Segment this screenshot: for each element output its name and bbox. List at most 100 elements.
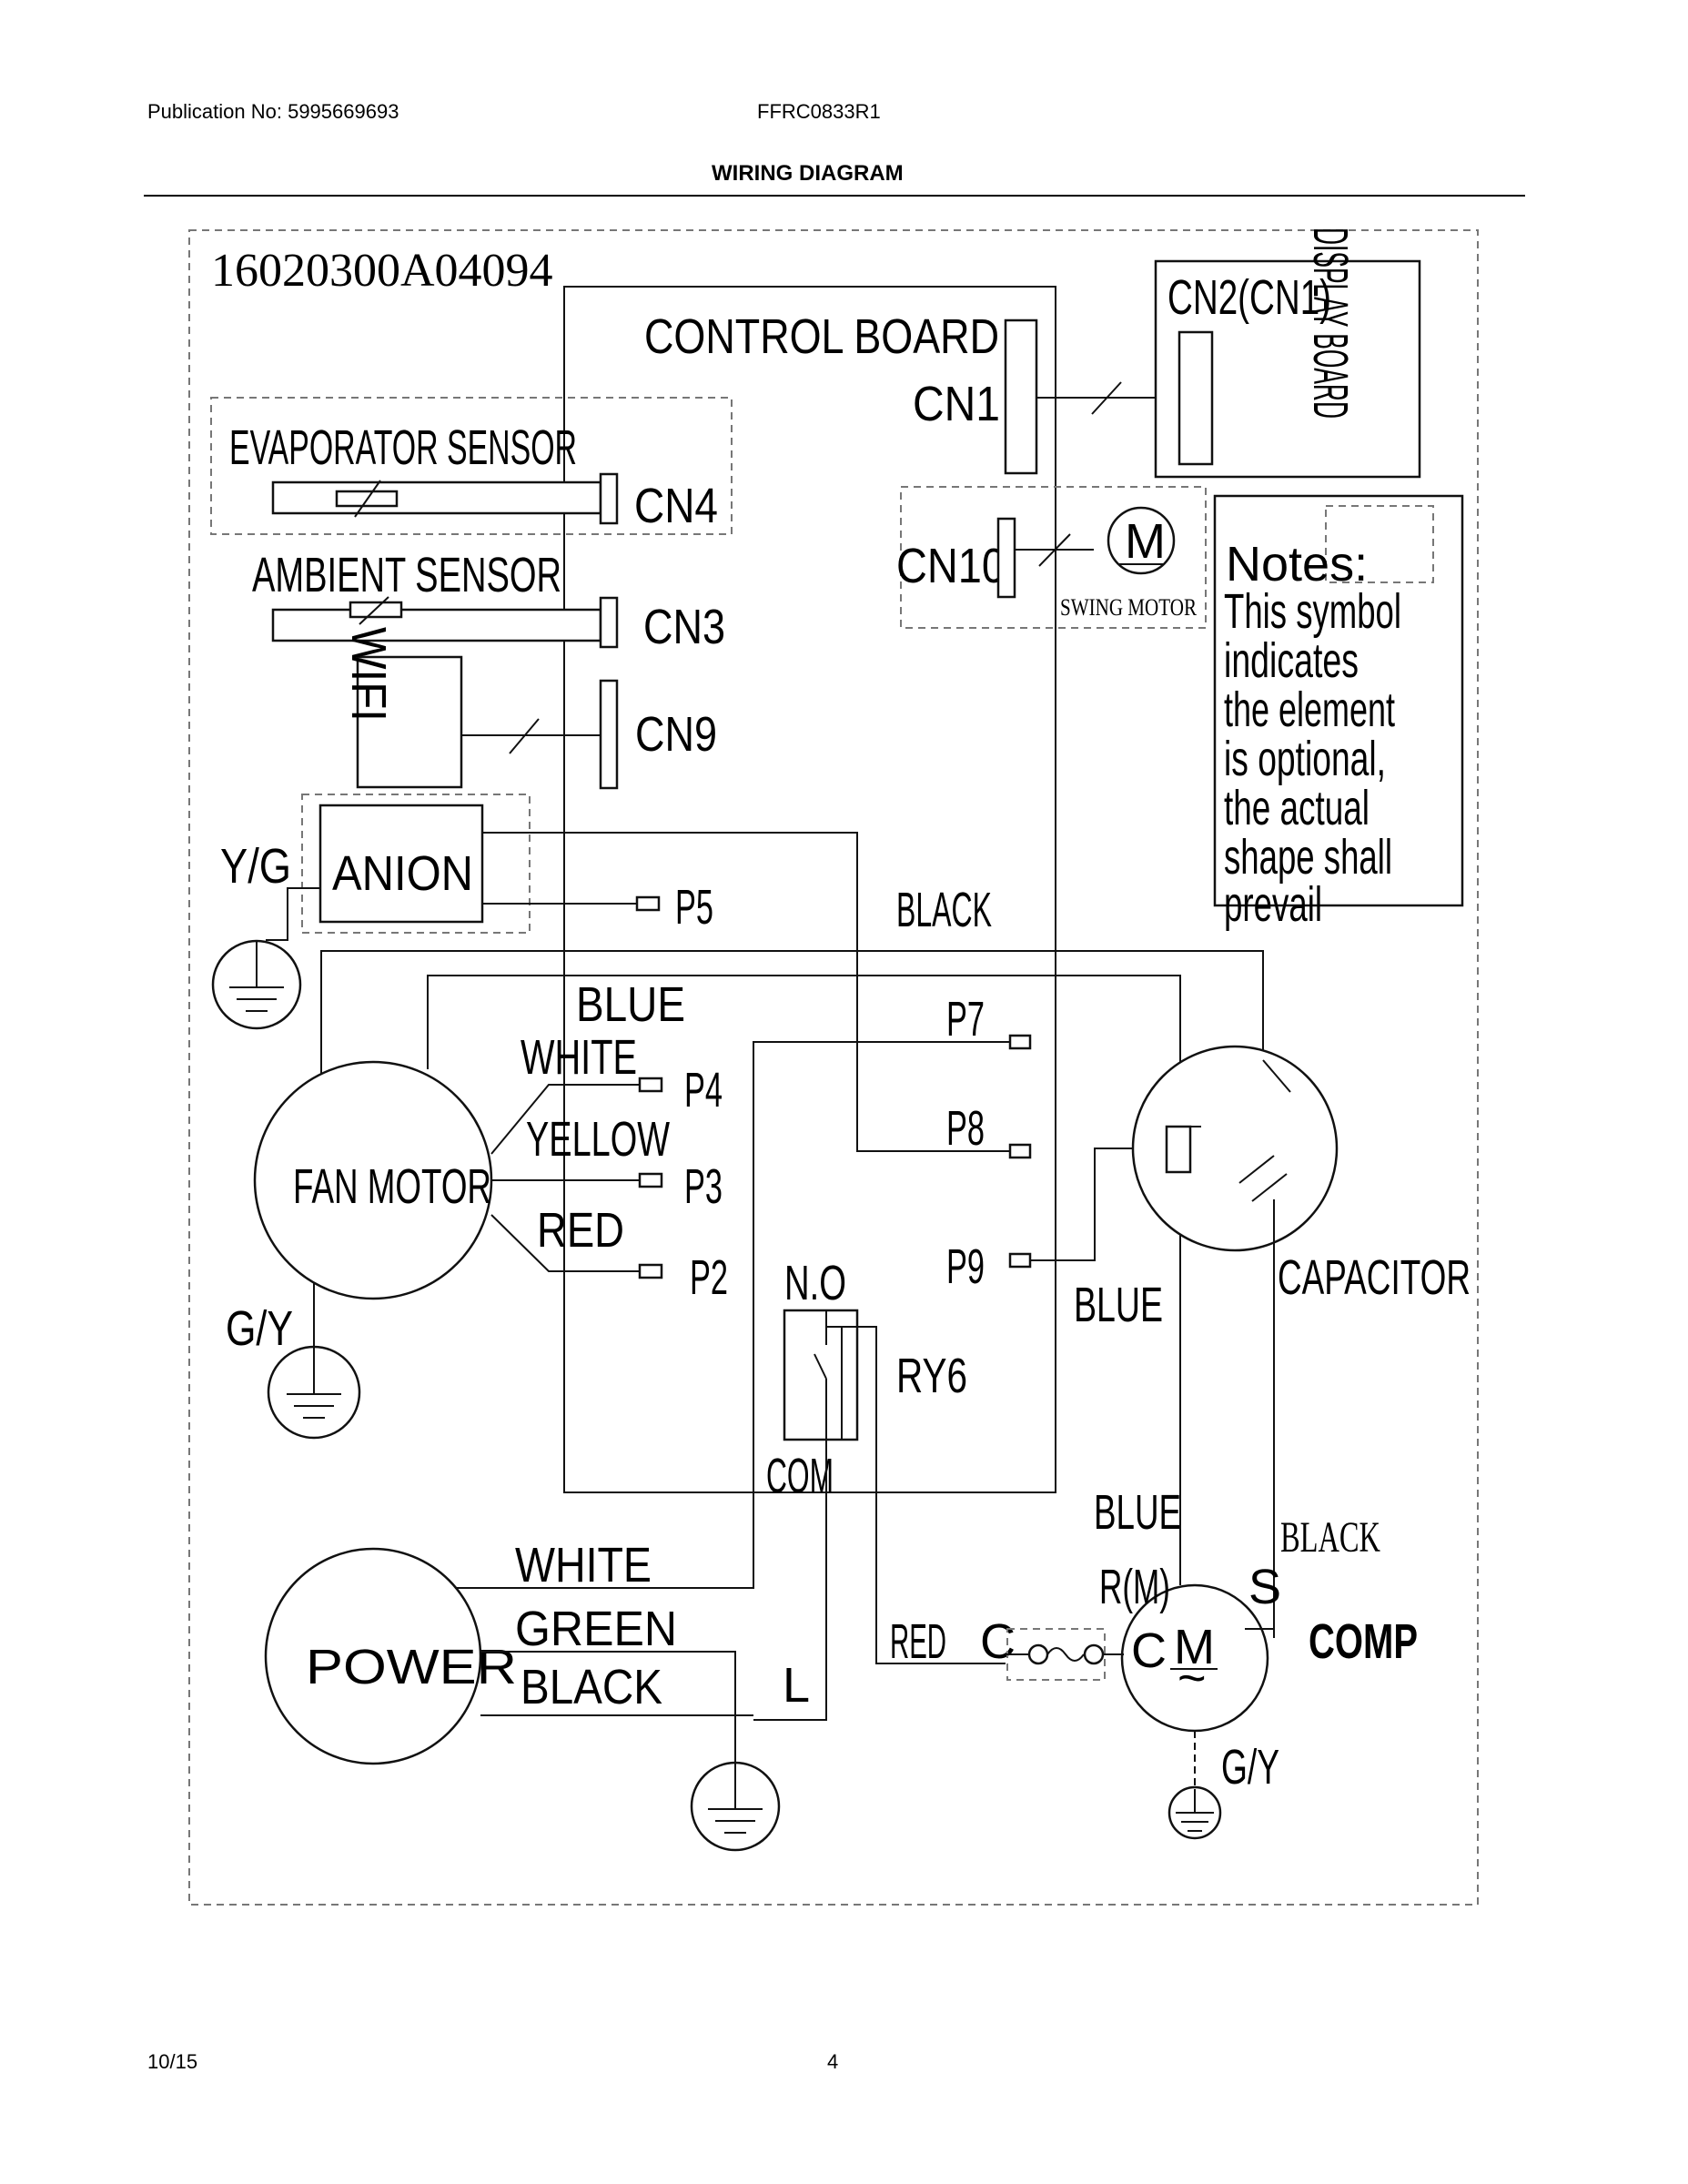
p9-terminal <box>1008 1252 1032 1269</box>
swing-motor-symbol <box>1107 506 1176 575</box>
cn1-connector <box>1004 318 1038 475</box>
evaporator-optional-box <box>210 397 733 535</box>
notes-optional-symbol <box>1325 505 1434 583</box>
cn4-connector <box>599 472 619 525</box>
fan-motor-label: FAN MOTOR <box>293 1159 491 1214</box>
ground-symbol-anion <box>211 939 302 1030</box>
comp-c-label: C <box>1131 1623 1167 1678</box>
notes-line: shape shall <box>1224 830 1392 885</box>
relay-com-wire <box>753 1440 827 1721</box>
relay-no-label: N.O <box>784 1256 846 1310</box>
evaporator-sensor-label: EVAPORATOR SENSOR <box>229 420 577 475</box>
model-number: FFRC0833R1 <box>757 100 881 123</box>
control-board-outline <box>563 286 1056 1493</box>
p7-label: P7 <box>946 992 985 1046</box>
p9-blue-wire <box>1030 1148 1167 1261</box>
p7-white-wire <box>496 1041 1010 1589</box>
capacitor-label: CAPACITOR <box>1278 1250 1471 1305</box>
comp-rm-label: R(M) <box>1099 1560 1170 1614</box>
blue-comp-label: BLUE <box>1094 1485 1181 1540</box>
p8-label: P8 <box>946 1101 985 1156</box>
white-power-label: WHITE <box>515 1538 652 1592</box>
cn1-label: CN1 <box>913 377 1000 431</box>
cn9-label: CN9 <box>635 707 717 762</box>
relay-ry6 <box>783 1309 859 1441</box>
p5-label: P5 <box>675 880 713 935</box>
swing-optional-box <box>900 486 1207 629</box>
p3-label: P3 <box>684 1159 723 1214</box>
cn9-connector <box>599 679 619 790</box>
cn2-label: CN2(CN1) <box>1167 270 1331 325</box>
notes-line: This symbol <box>1224 584 1401 639</box>
cn4-label: CN4 <box>634 479 718 533</box>
capacitor-terminal-common <box>1165 1125 1192 1174</box>
notes-line: indicates <box>1224 633 1359 688</box>
line-l-label: L <box>783 1658 810 1713</box>
cn3-label: CN3 <box>643 600 725 654</box>
relay-com-label: COM <box>766 1449 834 1503</box>
comp-tilde: ~ <box>1178 1651 1207 1705</box>
relay-comp-red-wire <box>842 1326 1006 1664</box>
white-fan-label: WHITE <box>521 1030 637 1085</box>
black-power-label: BLACK <box>521 1660 662 1714</box>
cn3-connector <box>599 596 619 649</box>
blue-wire-label: BLUE <box>576 977 685 1032</box>
ground-symbol-comp <box>1167 1785 1222 1840</box>
comp-m-symbol: M <box>1174 1620 1215 1674</box>
green-power-label: GREEN <box>515 1602 677 1656</box>
notes-title: Notes: <box>1226 537 1368 592</box>
swing-motor-m: M <box>1125 514 1166 569</box>
p9-label: P9 <box>946 1239 985 1294</box>
red-comp-label: RED <box>890 1614 946 1669</box>
publication-number: Publication No: 5995669693 <box>147 100 399 123</box>
power-label: POWER <box>306 1640 517 1694</box>
anion-module <box>318 804 484 924</box>
p4-terminal <box>638 1077 663 1093</box>
overload-protector <box>1006 1643 1124 1665</box>
wifi-label: WIFI <box>341 627 396 722</box>
page-title: WIRING DIAGRAM <box>712 161 904 186</box>
yg-anion-label: Y/G <box>220 839 291 894</box>
blue-cap-label: BLUE <box>1074 1278 1163 1332</box>
capacitor-terminal-herm <box>1262 1059 1291 1093</box>
black-top-wire <box>320 950 1264 1074</box>
diagram-frame <box>188 229 1479 1906</box>
p2-label: P2 <box>690 1250 728 1305</box>
power-plug-symbol <box>264 1547 482 1765</box>
yellow-fan-label: YELLOW <box>526 1112 670 1167</box>
anion-label: ANION <box>332 846 473 901</box>
comp-label: COMP <box>1309 1614 1418 1669</box>
black-wire-label: BLACK <box>896 883 992 937</box>
footer-date: 10/15 <box>147 2050 198 2073</box>
power-green-wire <box>480 1651 736 1774</box>
p8-terminal <box>1008 1143 1032 1159</box>
evaporator-sensor-body <box>271 480 602 515</box>
swing-motor-label: SWING MOTOR <box>1060 594 1198 621</box>
wifi-module <box>356 655 463 789</box>
overload-c-label: C <box>980 1614 1016 1669</box>
fan-red-wire <box>490 1214 640 1272</box>
anion-p8-wire <box>482 832 1010 1152</box>
notes-line: the actual <box>1224 781 1370 835</box>
fan-white-wire <box>490 1084 640 1155</box>
ambient-sensor-label: AMBIENT SENSOR <box>252 548 561 602</box>
notes-line: is optional, <box>1224 732 1386 786</box>
anion-ground-wire <box>266 887 320 941</box>
cn10-connector <box>996 517 1016 599</box>
control-board-label: CONTROL BOARD <box>644 309 999 364</box>
capacitor-symbol <box>1131 1045 1339 1252</box>
comp-s-label: S <box>1248 1560 1281 1614</box>
notes-box <box>1213 494 1464 907</box>
ground-symbol-fan <box>267 1345 361 1440</box>
ambient-sensor-body <box>271 608 602 642</box>
display-board-label: DISPLAY BOARD <box>1303 228 1358 419</box>
p5-terminal <box>635 895 661 912</box>
notes-line: the element <box>1224 682 1395 737</box>
p2-terminal <box>638 1263 663 1279</box>
page-number: 4 <box>827 2050 839 2073</box>
p4-label: P4 <box>684 1063 723 1117</box>
relay-ry6-label: RY6 <box>896 1349 967 1403</box>
notes-line: prevail <box>1224 877 1322 932</box>
p7-terminal <box>1008 1034 1032 1050</box>
